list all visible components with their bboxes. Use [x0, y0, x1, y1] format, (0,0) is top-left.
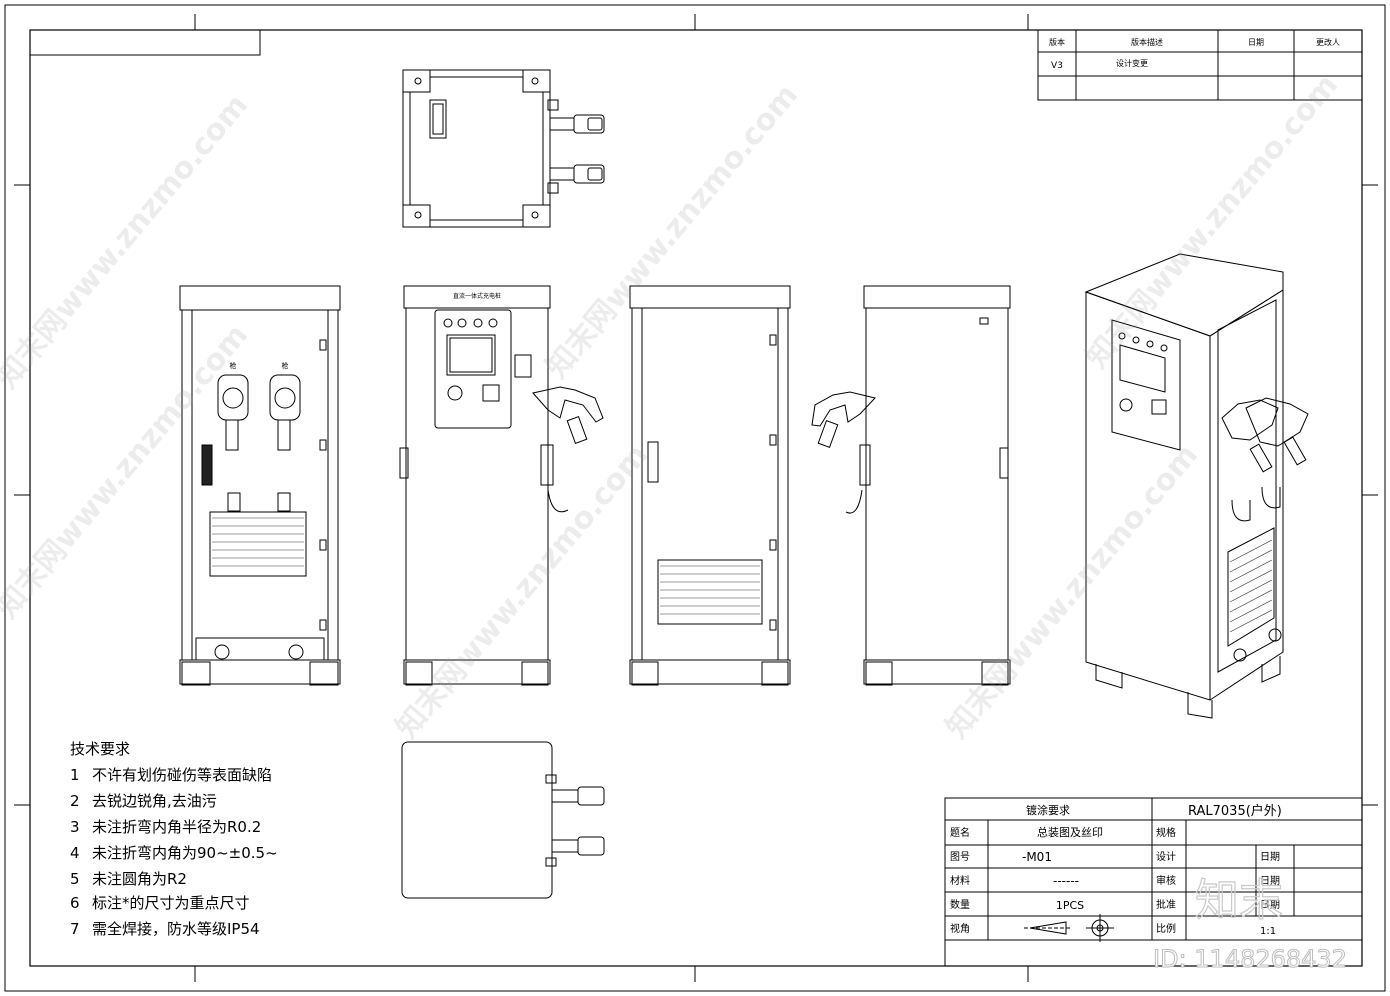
view-label: 视角: [950, 922, 970, 935]
top-view: [402, 69, 605, 228]
name-value: 总装图及丝印: [1037, 825, 1103, 839]
front-view: [399, 285, 604, 686]
watermark-site-5: 知末网www.znzmo.com: [389, 438, 655, 745]
tech-item-3: 未注折弯内角半径为R0.2: [92, 818, 261, 836]
back-view: [629, 285, 791, 686]
rev-header-version: 版本: [1049, 37, 1065, 47]
tech-item-2: 去锐边锐角,去油污: [92, 792, 217, 810]
material-value: ------: [1053, 874, 1079, 888]
tech-num-2: 2: [70, 792, 80, 810]
scale-value: 1:1: [1260, 926, 1276, 937]
watermark-site-6: 知末网www.znzmo.com: [939, 438, 1205, 745]
corner-box: [29, 29, 261, 56]
watermark-id: ID: 1148268432: [1153, 945, 1347, 973]
tech-item-5: 未注圆角为R2: [92, 870, 187, 888]
watermark-brand: 知末: [1195, 875, 1283, 926]
gun-label-2: 枪: [282, 361, 289, 370]
inner-border: [29, 29, 1363, 967]
date-label-1: 日期: [1260, 851, 1280, 863]
spec-label: 规格: [1156, 826, 1176, 839]
name-label: 题名: [950, 826, 970, 839]
coating-value: RAL7035(户外): [1188, 803, 1282, 819]
side-view-left: [179, 285, 341, 686]
front-panel-title: 直流一体式充电桩: [453, 292, 501, 300]
drawing-no-label: 图号: [950, 851, 970, 863]
rev-header-changer: 更改人: [1316, 37, 1340, 47]
tech-num-5: 5: [70, 870, 80, 888]
material-label: 材料: [950, 874, 970, 887]
scale-label: 比例: [1156, 922, 1176, 935]
outer-border: [4, 4, 1386, 992]
approve-label: 批准: [1156, 898, 1176, 911]
tech-item-1: 不许有划伤碰伤等表面缺陷: [92, 766, 272, 784]
tech-num-1: 1: [70, 766, 80, 784]
side-view-right: [811, 285, 1011, 686]
rev-row-version: V3: [1051, 61, 1063, 71]
tech-item-6: 标注*的尺寸为重点尺寸: [92, 894, 250, 912]
coating-label: 镀涂要求: [1026, 803, 1070, 817]
rev-header-date: 日期: [1248, 38, 1264, 47]
tech-num-3: 3: [70, 818, 80, 836]
tech-num-7: 7: [70, 920, 80, 938]
watermark-site-3: 知末网www.znzmo.com: [1079, 68, 1345, 375]
tech-item-4: 未注折弯内角为90~±0.5~: [92, 844, 278, 862]
projection-symbol-icon: [1024, 914, 1114, 942]
watermark-group: 知末网www.znzmo.com 知末网www.znzmo.com 知末网www…: [0, 68, 1345, 745]
quantity-value: 1PCS: [1056, 899, 1084, 912]
bottom-view: [401, 741, 605, 899]
watermark-site-2: 知末网www.znzmo.com: [539, 78, 805, 385]
review-label: 审核: [1156, 874, 1176, 887]
tech-title: 技术要求: [70, 740, 130, 758]
tech-num-6: 6: [70, 894, 80, 912]
gun-label-1: 枪: [230, 361, 237, 370]
date-label-2: 日期: [1260, 875, 1280, 887]
design-label: 设计: [1156, 850, 1176, 863]
tech-requirements: 技术要求 1 不许有划伤碰伤等表面缺陷 2 去锐边锐角,去油污 3 未注折弯内角…: [70, 740, 278, 938]
title-block: [944, 797, 1363, 967]
date-label-3: 日期: [1260, 899, 1280, 911]
rev-row-desc: 设计变更: [1116, 58, 1148, 68]
zone-ticks: [14, 14, 1378, 982]
isometric-view: [1084, 253, 1309, 719]
drawing-no-value: -M01: [1022, 850, 1052, 864]
tech-item-7: 需全焊接，防水等级IP54: [92, 920, 260, 938]
tech-num-4: 4: [70, 844, 80, 862]
quantity-label: 数量: [950, 898, 970, 911]
revision-table: 版本 版本描述 日期 更改人 V3 设计变更: [1037, 29, 1363, 101]
rev-header-desc: 版本描述: [1131, 37, 1163, 47]
